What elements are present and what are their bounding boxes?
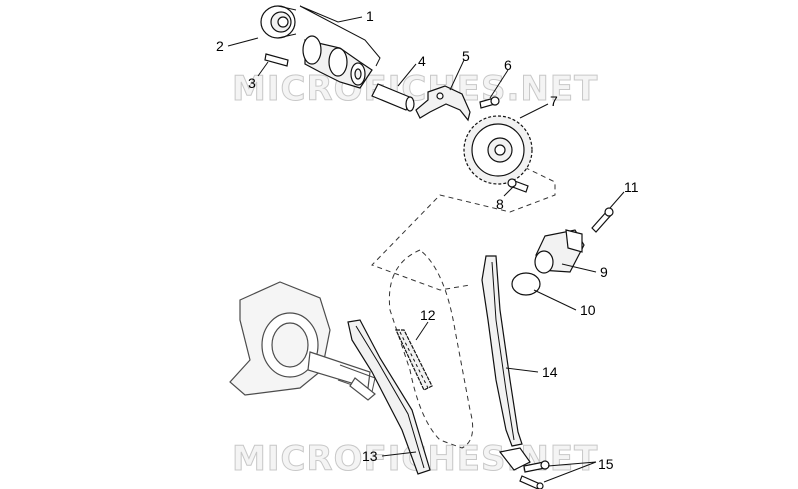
- leader-line-13: [381, 451, 417, 457]
- leader-line-11: [609, 191, 625, 209]
- leader-line-4: [397, 63, 417, 87]
- leader-line-14: [505, 367, 539, 373]
- leader-line-10: [533, 289, 577, 311]
- callout-11: 11: [624, 179, 639, 195]
- callout-14: 14: [542, 364, 558, 380]
- leader-line-8: [503, 185, 515, 197]
- callout-2: 2: [216, 38, 224, 54]
- dowel-pin-part: [264, 53, 289, 67]
- leader-line-12: [415, 321, 429, 341]
- leader-lines: [227, 5, 625, 483]
- callout-4: 4: [418, 53, 426, 69]
- gasket-part: [511, 272, 541, 296]
- timing-chain-part: [395, 329, 433, 391]
- callout-7: 7: [550, 93, 558, 109]
- chain-slider-part: [481, 255, 523, 447]
- watermark-top: MICROFICHES.NET: [232, 69, 598, 109]
- callout-13: 13: [362, 448, 378, 464]
- bolt-11-part: [591, 207, 614, 233]
- callout-6: 6: [504, 57, 512, 73]
- callout-5: 5: [462, 48, 470, 64]
- sleeve-part: [371, 83, 415, 112]
- callout-10: 10: [580, 302, 596, 318]
- leader-line-6: [489, 69, 509, 99]
- camshaft-part: [302, 35, 373, 89]
- leader-line-5: [449, 59, 465, 91]
- leader-line-1: [299, 5, 381, 67]
- callout-12: 12: [420, 307, 436, 323]
- leader-line-3: [257, 61, 269, 77]
- callout-9: 9: [600, 264, 608, 280]
- leader-line-9: [561, 263, 597, 273]
- crankshaft-assembly: [229, 281, 376, 401]
- leader-line-15: [543, 461, 597, 483]
- leader-line-2: [227, 37, 259, 47]
- callout-15: 15: [598, 456, 614, 472]
- bolt-8-part: [507, 178, 529, 193]
- decompressor-bracket-part: [415, 85, 471, 122]
- bolts-15-part: [498, 447, 550, 489]
- callout-3: 3: [248, 75, 256, 91]
- bearing-part: [260, 5, 297, 39]
- camshaft-assembly-outline: [371, 139, 556, 291]
- callout-labels: 1 2 3 4 5 6 7 8 9 10 11 12 13 14 15: [216, 8, 639, 472]
- bolt-6-part: [479, 96, 500, 109]
- leader-line-7: [519, 103, 549, 119]
- callout-8: 8: [496, 196, 504, 212]
- chain-tensioner-part: [534, 229, 585, 274]
- sprocket-part: [463, 115, 533, 185]
- chain-guide-part: [347, 319, 431, 475]
- callout-1: 1: [366, 8, 374, 24]
